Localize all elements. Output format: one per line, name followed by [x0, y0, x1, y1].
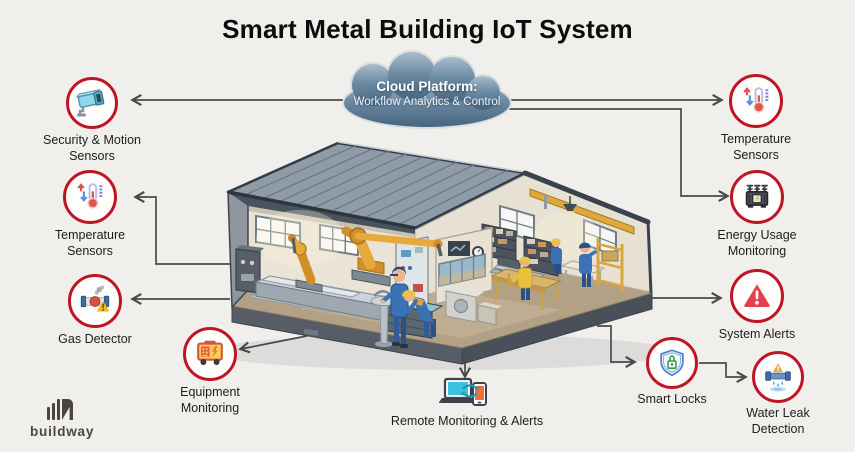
- cloud-title: Cloud Platform:: [376, 79, 478, 94]
- robot-arm-2: [341, 226, 443, 287]
- temp-left-node-label: Temperature Sensors: [54, 228, 126, 258]
- energy-node-circle: [730, 170, 784, 224]
- water-node-circle: [752, 351, 804, 403]
- alerts-node-label: System Alerts: [718, 327, 796, 341]
- shield-lock-icon: [660, 349, 684, 377]
- generator-icon: [197, 340, 223, 365]
- left-cabinet: [235, 245, 264, 294]
- energy-node-label: Energy Usage Monitoring: [717, 228, 797, 258]
- crane-beam: [529, 188, 635, 235]
- water-node-label: Water Leak Detection: [746, 406, 810, 436]
- gas-node-label: Gas Detector: [58, 332, 132, 346]
- transformer-icon: [745, 184, 769, 208]
- partition-wall: [435, 227, 493, 305]
- line-locks-to-water: [699, 362, 748, 384]
- temp-left-node-circle: [63, 170, 117, 224]
- security-camera-icon: [75, 88, 105, 117]
- equipment-node-circle: [183, 327, 237, 381]
- line-building-to-temp-left: [133, 190, 240, 265]
- robot-arm-1: [288, 234, 323, 293]
- storage-rack: [596, 238, 624, 292]
- equipment-node-label: Equipment Monitoring: [180, 385, 240, 415]
- warning-triangle-icon: [744, 284, 770, 307]
- cloud-shape: [342, 50, 512, 129]
- window-left-1: [255, 214, 301, 251]
- machine-boxes: [445, 287, 502, 326]
- buildway-logo-icon: [47, 399, 73, 420]
- building-illustration: [210, 141, 674, 370]
- remote-node-label: Remote Monitoring & Alerts: [390, 414, 544, 428]
- security-node-label: Security & Motion Sensors: [43, 133, 141, 163]
- line-building-to-locks: [597, 325, 637, 369]
- worker-bench-right: [511, 256, 533, 300]
- line-cloud-to-energy: [500, 108, 730, 203]
- temp-right-node-label: Temperature Sensors: [720, 132, 792, 162]
- cloud-label: Cloud Platform: Workflow Analytics & Con…: [327, 79, 527, 108]
- roof: [226, 141, 651, 230]
- shelf-unit-2: [523, 235, 559, 277]
- remote-node: [438, 375, 495, 420]
- buildway-logo-text: buildway: [30, 424, 95, 439]
- worker-rack: [579, 242, 597, 287]
- security-node-circle: [66, 77, 118, 129]
- thermometer-icon: [743, 87, 769, 113]
- laptop-phone-sync-icon: [438, 377, 487, 406]
- locks-node-label: Smart Locks: [637, 392, 707, 406]
- leaking-pipe-icon: [765, 363, 791, 392]
- worker-back: [551, 238, 562, 274]
- gas-pipe-warning-icon: [80, 285, 110, 312]
- temp-right-node-circle: [729, 74, 783, 128]
- gas-node-circle: [68, 274, 122, 328]
- thermometer-icon: [77, 183, 103, 209]
- alerts-node-circle: [730, 269, 784, 323]
- worker-bent-drafting: [402, 289, 436, 337]
- page-title: Smart Metal Building IoT System: [222, 14, 633, 44]
- locks-node-circle: [646, 337, 698, 389]
- cloud-subtitle: Workflow Analytics & Control: [353, 96, 501, 108]
- buildway-logo: buildway: [30, 396, 120, 439]
